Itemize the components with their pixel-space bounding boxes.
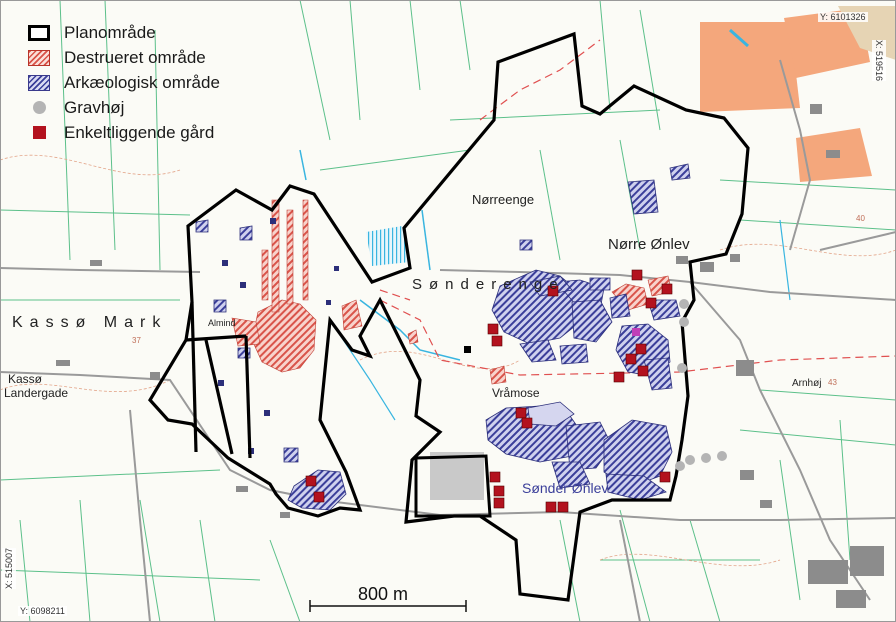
coord-bottom-left-y: Y: 6098211 — [18, 606, 67, 616]
place-almind: Almind — [208, 318, 236, 328]
village-buildings — [56, 104, 884, 608]
destroyed-swatch-icon — [28, 49, 50, 66]
place-landegade: Landergade — [4, 386, 69, 400]
coord-top-right-y: Y: 6101326 — [818, 12, 868, 22]
legend-item-plan: Planområde — [26, 20, 266, 45]
legend-label: Destrueret område — [64, 47, 206, 67]
legend-item-mound: Gravhøj — [26, 95, 266, 120]
plan-area-outline — [148, 31, 750, 602]
spot-height: 43 — [828, 378, 837, 387]
destroyed-areas — [231, 199, 673, 385]
place-kasso-mark: Kassø Mark — [12, 314, 168, 331]
legend-label: Planområde — [64, 22, 156, 42]
place-vramose: Vråmose — [492, 386, 540, 400]
legend-item-farm: Enkeltliggende gård — [26, 120, 266, 145]
legend-label: Gravhøj — [64, 97, 125, 117]
spot-height: 40 — [856, 214, 865, 223]
burial-mounds — [675, 299, 727, 471]
spot-height: 37 — [132, 336, 141, 345]
place-kasso: Kassø — [8, 372, 43, 386]
archaeological-swatch-icon — [28, 74, 50, 91]
farm-square-icon — [32, 126, 46, 139]
place-norreenge: Nørreenge — [472, 192, 535, 207]
boundary-dashed — [379, 39, 896, 376]
coord-top-right-x: X: 519516 — [872, 40, 886, 82]
coord-bottom-left-x: X: 515007 — [2, 548, 16, 590]
place-sondersig: Sønderenge — [412, 276, 565, 293]
plan-area-swatch-icon — [28, 24, 50, 41]
legend-item-archaeological: Arkæologisk område — [26, 70, 266, 95]
place-arnhoj: Arnhøj — [792, 378, 822, 389]
farmland-areas — [700, 6, 896, 182]
highlight-marker — [632, 328, 640, 336]
map-legend: Planområde Destrueret område Arkæologisk… — [26, 20, 266, 145]
scale-bar — [309, 600, 467, 612]
farm-markers — [305, 269, 673, 513]
scale-label: 800 m — [358, 584, 409, 604]
mound-circle-icon — [32, 101, 46, 114]
legend-label: Enkeltliggende gård — [64, 122, 215, 142]
legend-label: Arkæologisk område — [64, 72, 220, 92]
place-sonder-onlev: Sønder Ønlev — [522, 480, 609, 496]
legend-item-destroyed: Destrueret område — [26, 45, 266, 70]
place-norre-onlev: Nørre Ønlev — [608, 236, 690, 253]
